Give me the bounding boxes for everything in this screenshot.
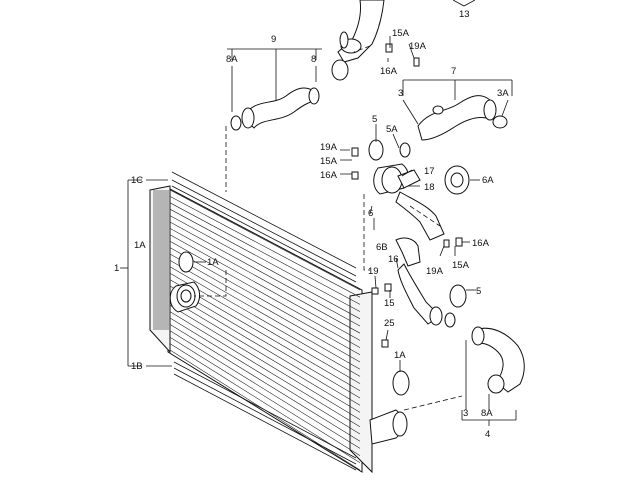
label-3A: 3A: [497, 88, 509, 99]
upper-right-hose: [417, 95, 508, 141]
label-19A-mid: 19A: [320, 142, 338, 153]
label-19A-right: 19A: [426, 266, 444, 277]
core-fin-line: [169, 285, 361, 399]
core-fin-line: [169, 266, 361, 377]
core-fin-line: [169, 202, 361, 305]
core-fin-line: [169, 196, 361, 298]
label-9: 9: [271, 34, 276, 45]
label-4: 4: [485, 429, 490, 440]
core-fin-line: [169, 292, 361, 406]
core-fin-line: [169, 215, 361, 320]
label-25: 25: [384, 318, 395, 329]
core-fin-line: [169, 317, 361, 435]
label-6: 6: [368, 208, 373, 219]
core-fin-line: [169, 260, 361, 370]
label-8-top: 8: [311, 54, 316, 65]
core-fin-line: [169, 228, 361, 334]
label-6A: 6A: [482, 175, 494, 186]
top-mounting-rail: [171, 171, 357, 283]
core-fin-line: [169, 240, 361, 348]
dashed-reference-lines: [194, 45, 463, 411]
core-fin-line: [169, 330, 361, 449]
upper-left-hose: [230, 87, 320, 131]
label-5A: 5A: [386, 124, 398, 135]
label-15A-mid: 15A: [320, 156, 338, 167]
label-1A-left: 1A: [134, 240, 146, 251]
label-19-mid: 19: [368, 266, 379, 277]
label-18: 18: [424, 182, 435, 193]
core-fin-line: [169, 234, 361, 341]
label-5-right: 5: [476, 286, 481, 297]
label-15A-right: 15A: [452, 260, 470, 271]
label-13: 13: [459, 9, 470, 20]
core-fin-line: [169, 208, 361, 312]
core-fin-line: [169, 279, 361, 392]
core-fin-line: [169, 253, 361, 363]
core-fin-line: [169, 343, 361, 464]
center-fitting-group: [373, 142, 470, 328]
label-15-mid: 15: [384, 298, 395, 309]
core-fin-line: [169, 247, 361, 356]
core-fin-line: [169, 336, 361, 456]
label-16A-right: 16A: [472, 238, 490, 249]
label-1C: 1C: [131, 175, 143, 186]
label-5-top: 5: [372, 114, 377, 125]
leader-lines: [120, 0, 517, 426]
core-outlet-neck: [369, 409, 408, 445]
intercooler-core: [149, 185, 373, 474]
core-inlet-neck: [169, 281, 201, 313]
label-1A-inner: 1A: [207, 257, 219, 268]
label-3-top: 3: [398, 88, 403, 99]
label-17: 17: [424, 166, 435, 177]
label-16-mid: 16: [388, 254, 399, 265]
label-6B: 6B: [376, 242, 388, 253]
label-1A-bottom: 1A: [394, 350, 406, 361]
fasteners: [351, 43, 463, 348]
sealing-rings: [178, 31, 467, 396]
core-fins: [153, 189, 361, 471]
part-number-labels: 13 9 8A 8 15A 19A 16A 7 3 3A 5 5A 19A 15…: [114, 9, 509, 440]
label-1B: 1B: [131, 361, 143, 372]
label-8A-bottom: 8A: [481, 408, 493, 419]
core-fin-line: [169, 298, 361, 413]
label-19A-top: 19A: [409, 41, 427, 52]
label-7: 7: [451, 66, 456, 77]
bottom-mounting-rail: [173, 361, 357, 471]
lower-right-hose: [471, 326, 525, 394]
label-16A-top: 16A: [380, 66, 398, 77]
core-fin-line: [169, 311, 361, 428]
core-fin-line: [169, 324, 361, 442]
label-1: 1: [114, 263, 119, 274]
label-8A-top: 8A: [226, 54, 238, 65]
core-fin-line: [169, 189, 361, 291]
label-16A-mid: 16A: [320, 170, 338, 181]
core-fin-line: [169, 304, 361, 420]
core-fin-line: [169, 221, 361, 327]
core-fin-line: [169, 272, 361, 384]
label-3-bottom: 3: [463, 408, 468, 419]
label-15A-top: 15A: [392, 28, 410, 39]
